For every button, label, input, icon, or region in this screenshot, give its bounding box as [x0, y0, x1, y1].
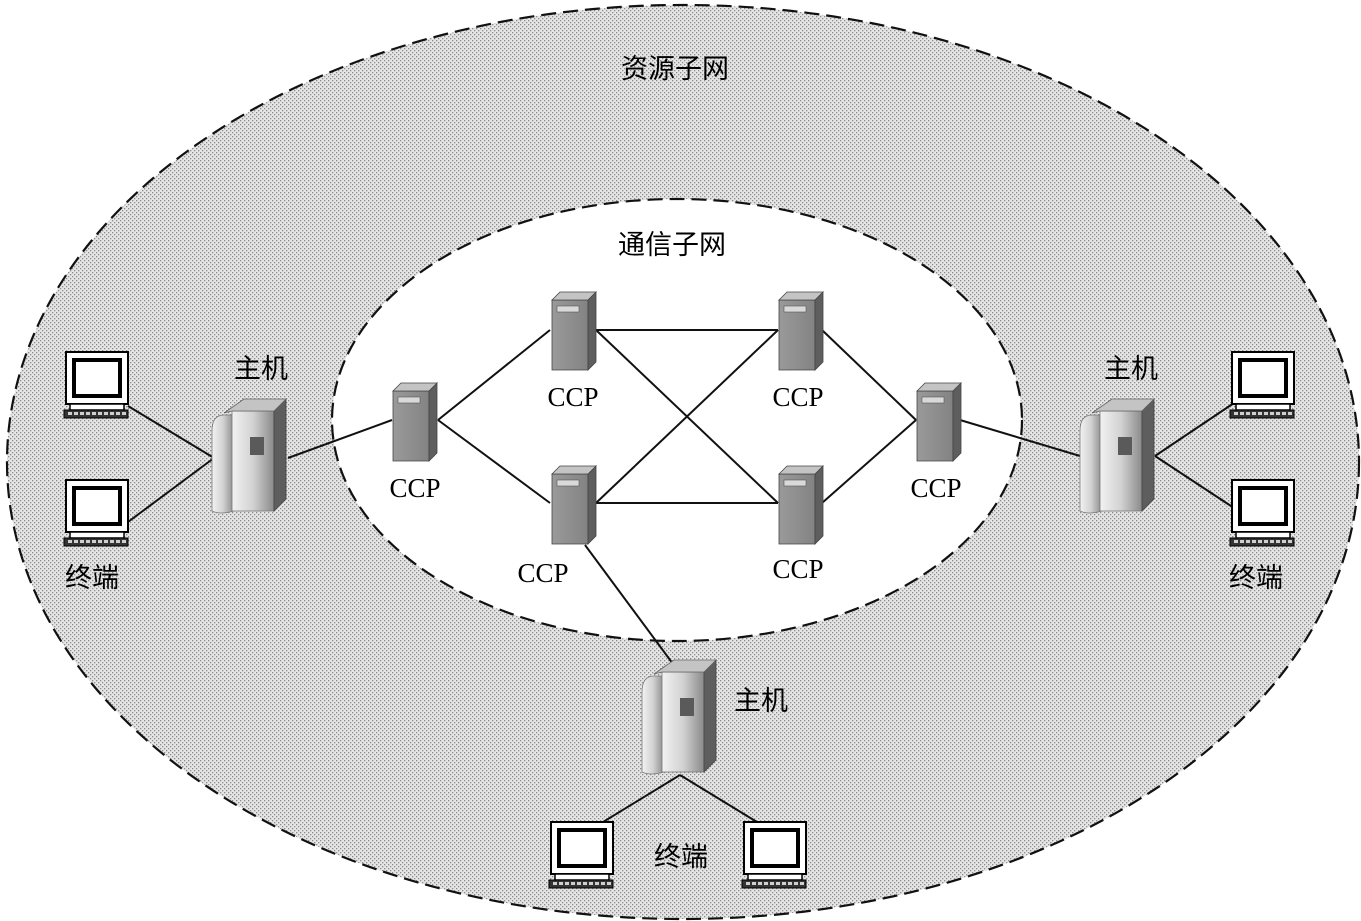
link-ccp-lower-mid-right-to-ccp-right: [821, 419, 917, 504]
links-layer: [127, 329, 1235, 831]
host-left-label: 主机: [234, 354, 288, 385]
host-bottom-label: 主机: [734, 686, 788, 717]
ccp-upper-mid-left-label: CCP: [547, 382, 598, 412]
ccp-lower-mid-left-label: CCP: [517, 558, 568, 588]
host-bottom-mainframe-icon: [641, 659, 717, 775]
resource-subnet-label: 资源子网: [621, 54, 729, 85]
ccp-left-server-tower-icon: [392, 382, 438, 462]
host-right-label: 主机: [1104, 354, 1158, 385]
link-terminal-left-bottom-to-host-left: [127, 457, 215, 523]
ccp-upper-mid-right-server-tower-icon: [778, 291, 824, 371]
link-host-bottom-to-terminal-bottom-left: [589, 774, 681, 831]
terminal-bottom-left-computer-terminal-icon: [548, 821, 614, 889]
ccp-upper-mid-left-server-tower-icon: [551, 291, 597, 371]
communication-subnet-ellipse: [330, 197, 1024, 643]
link-ccp-right-to-host-right: [959, 419, 1081, 457]
nodes-layer: [63, 291, 1295, 889]
ccp-lower-mid-right-label: CCP: [772, 554, 823, 584]
ccp-right-server-tower-icon: [916, 382, 962, 462]
terminal-right-bottom-computer-terminal-icon: [1229, 479, 1295, 547]
terminal-left-label: 终端: [65, 563, 119, 594]
ccp-upper-mid-right-label: CCP: [772, 382, 823, 412]
link-ccp-left-to-ccp-lower-mid-left: [437, 419, 551, 504]
terminal-bottom-label: 终端: [654, 842, 708, 873]
link-ccp-left-to-ccp-upper-mid-left: [437, 329, 551, 421]
ccp-lower-mid-right-server-tower-icon: [778, 465, 824, 545]
ccp-right-label: CCP: [910, 473, 961, 503]
terminal-right-top-computer-terminal-icon: [1229, 351, 1295, 419]
ccp-lower-mid-left-server-tower-icon: [551, 465, 597, 545]
link-terminal-left-top-to-host-left: [127, 405, 215, 459]
link-ccp-lower-mid-left-to-host-bottom: [584, 544, 677, 669]
terminal-left-top-computer-terminal-icon: [63, 351, 129, 419]
link-host-left-to-ccp-left: [287, 419, 393, 459]
labels-layer: 资源子网 通信子网 主机 主机 主机 终端 终端 终端 CCP CCP CCP …: [65, 54, 1283, 873]
terminal-left-bottom-computer-terminal-icon: [63, 479, 129, 547]
communication-subnet-label: 通信子网: [618, 230, 726, 261]
terminal-bottom-right-computer-terminal-icon: [741, 821, 807, 889]
link-host-bottom-to-terminal-bottom-right: [679, 774, 771, 831]
terminal-right-label: 终端: [1229, 563, 1283, 594]
host-left-mainframe-icon: [211, 398, 287, 514]
link-ccp-lower-mid-left-to-ccp-upper-mid-right: [595, 329, 779, 504]
link-ccp-upper-mid-right-to-ccp-right: [821, 329, 917, 421]
ccp-left-label: CCP: [389, 473, 440, 503]
link-host-right-to-terminal-right-top: [1154, 402, 1235, 457]
host-right-mainframe-icon: [1079, 398, 1155, 514]
link-host-right-to-terminal-right-bottom: [1154, 455, 1235, 509]
